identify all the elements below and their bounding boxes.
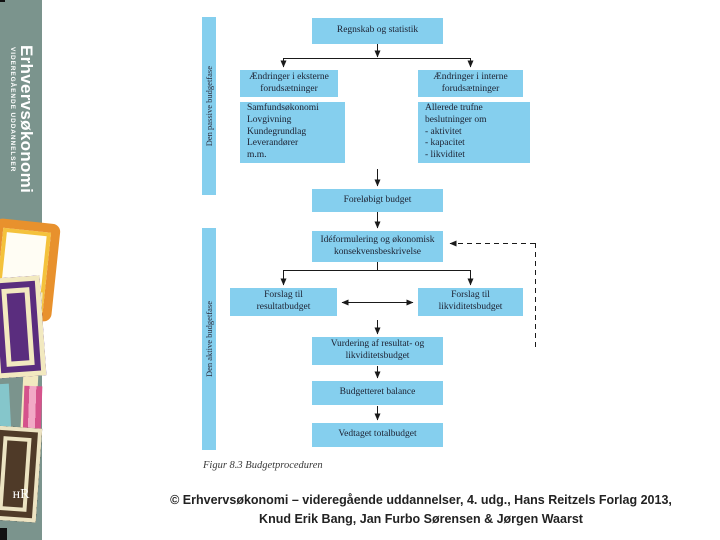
phase-label-active: Den aktive budgetfase	[204, 301, 214, 377]
publisher-logo: ʜR	[12, 487, 30, 502]
box-aendringer-eksterne: Ændringer i eksterne forudsætninger	[240, 70, 338, 97]
brand-title: Erhvervsøkonomi	[16, 45, 36, 194]
phase-bar-active: Den aktive budgetfase	[202, 228, 216, 450]
phase-bar-passive: Den passive budgetfase	[202, 17, 216, 195]
box-allerede-trufne: Allerede trufne beslutninger om - aktivi…	[418, 102, 530, 163]
corner-mark-bottom	[0, 528, 7, 540]
box-regnskab: Regnskab og statistik	[312, 18, 443, 44]
box-aendringer-interne: Ændringer i interne forudsætninger	[418, 70, 523, 97]
box-forelobigt-budget: Foreløbigt budget	[312, 189, 443, 212]
box-forslag-resultat: Forslag til resultatbudget	[230, 288, 337, 316]
box-vedtaget-totalbudget: Vedtaget totalbudget	[312, 423, 443, 447]
copyright-footer: © Erhvervsøkonomi – videregående uddanne…	[130, 491, 712, 529]
deco-purple-squares	[0, 275, 47, 379]
footer-line-1: © Erhvervsøkonomi – videregående uddanne…	[170, 493, 672, 507]
brand-subtitle: VIDEREGÅENDE UDDANNELSER	[9, 47, 17, 173]
box-budgetteret-balance: Budgetteret balance	[312, 381, 443, 405]
box-vurdering: Vurdering af resultat- og likviditetsbud…	[312, 337, 443, 365]
box-samfundsoekonomi: Samfundsøkonomi Lovgivning Kundegrundlag…	[240, 102, 345, 163]
sidebar: Erhvervsøkonomi VIDEREGÅENDE UDDANNELSER…	[0, 0, 61, 540]
footer-line-2: Knud Erik Bang, Jan Furbo Sørensen & Jør…	[259, 512, 583, 526]
box-ideformulering: Idéformulering og økonomisk konsekvensbe…	[312, 231, 443, 262]
figure-caption: Figur 8.3 Budgetproceduren	[203, 460, 323, 471]
deco-brown-squares	[0, 425, 43, 523]
brand-block: Erhvervsøkonomi VIDEREGÅENDE UDDANNELSER	[8, 45, 36, 194]
phase-label-passive: Den passive budgetfase	[204, 65, 214, 147]
corner-mark-top	[0, 0, 5, 2]
box-forslag-likviditet: Forslag til likviditetsbudget	[418, 288, 523, 316]
